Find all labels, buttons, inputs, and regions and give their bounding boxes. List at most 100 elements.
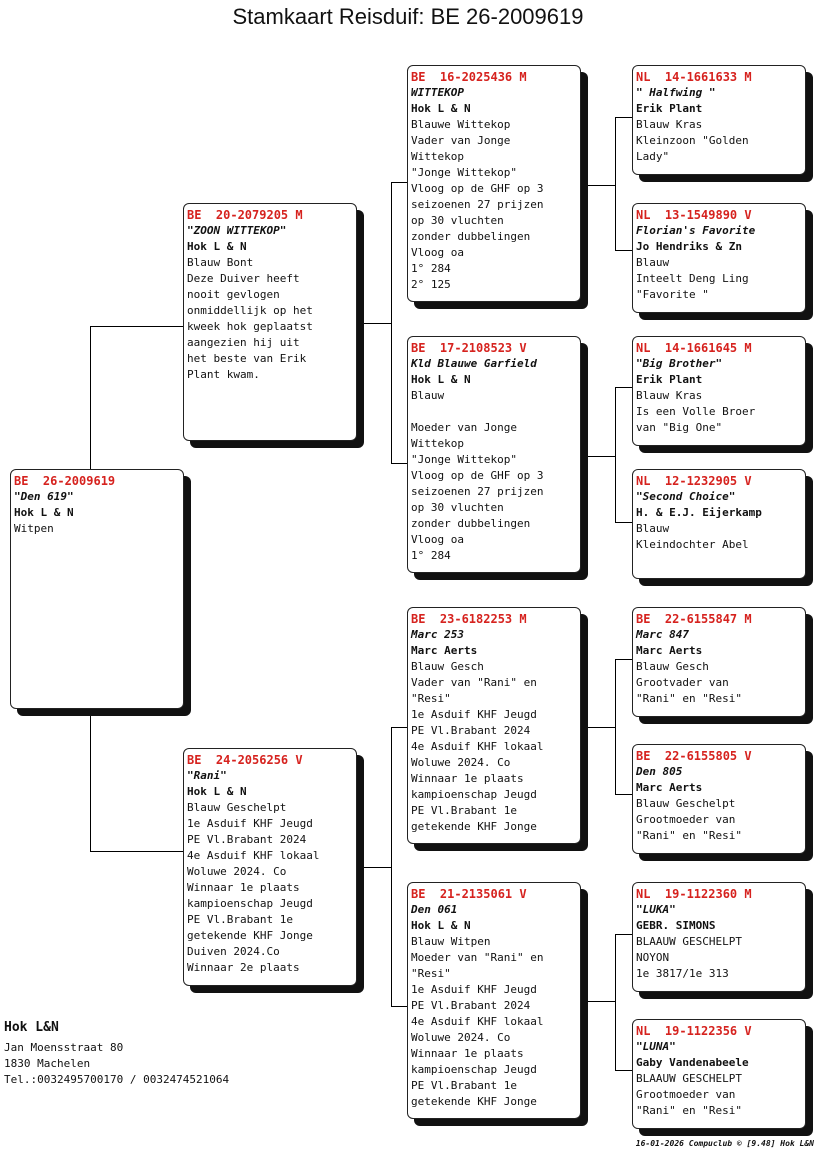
ring-number: NL 14-1661645 M <box>636 341 752 355</box>
pigeon-name: Kld Blauwe Garfield <box>411 357 537 370</box>
connector <box>588 727 616 728</box>
description-line: 4e Asduif KHF lokaal <box>187 849 320 862</box>
ring-number: NL 13-1549890 V <box>636 208 752 222</box>
connector <box>615 1070 632 1071</box>
pigeon-name: "LUNA" <box>636 1040 676 1053</box>
ring-number: NL 19-1122356 V <box>636 1024 752 1038</box>
footer: 16-01-2026 Compuclub © [9.48] Hok L&N <box>635 1139 814 1148</box>
description-line: van "Big One" <box>636 421 723 434</box>
pigeon-name: Marc 847 <box>636 628 689 641</box>
description-line: PE Vl.Brabant 1e <box>187 913 293 926</box>
description-line: PE Vl.Brabant 2024 <box>187 833 307 846</box>
description-line: Blauw <box>636 522 670 535</box>
ring-number: BE 20-2079205 M <box>187 208 303 222</box>
description-line: Blauw <box>636 256 670 269</box>
connector <box>615 659 632 660</box>
owner-street: Jan Moensstraat 80 <box>4 1041 124 1054</box>
connector <box>615 250 632 251</box>
description-line: Blauw Witpen <box>411 935 491 948</box>
description-line: Woluwe 2024. Co <box>411 1031 511 1044</box>
connector <box>90 326 184 327</box>
ring-number: BE 24-2056256 V <box>187 753 303 767</box>
breeder-name: Erik Plant <box>636 102 703 115</box>
owner-phone: Tel.:0032495700170 / 0032474521064 <box>4 1073 230 1086</box>
description-line: aangezien hij uit <box>187 336 300 349</box>
description-line: kampioenschap Jeugd <box>187 897 313 910</box>
description-line: 4e Asduif KHF lokaal <box>411 740 544 753</box>
breeder-name: Hok L & N <box>187 240 247 253</box>
breeder-name: Hok L & N <box>411 102 471 115</box>
description-line: kampioenschap Jeugd <box>411 1063 537 1076</box>
description-line: Is een Volle Broer <box>636 405 756 418</box>
description-line: "Jonge Wittekop" <box>411 453 517 466</box>
connector <box>615 387 616 523</box>
description-line: Duiven 2024.Co <box>187 945 280 958</box>
breeder-name: Hok L & N <box>14 506 74 519</box>
description-line: Vader van "Rani" en <box>411 676 537 689</box>
description-line: Blauw <box>411 389 445 402</box>
connector <box>364 867 392 868</box>
description-line: "Rani" en "Resi" <box>636 692 742 705</box>
description-line: NOYON <box>636 951 670 964</box>
description-line: Grootmoeder van <box>636 1088 736 1101</box>
pigeon-name: "Rani" <box>187 769 227 782</box>
description-line: Winnaar 1e plaats <box>187 881 300 894</box>
description-line: Blauw Kras <box>636 118 703 131</box>
pigeon-name: "Second Choice" <box>636 490 736 503</box>
connector <box>391 182 392 464</box>
description-line: Wittekop <box>411 437 464 450</box>
description-line: Grootmoeder van <box>636 813 736 826</box>
breeder-name: Marc Aerts <box>636 781 703 794</box>
description-line: Blauw Geschelpt <box>187 801 287 814</box>
description-line: Vloog op de GHF op 3 <box>411 469 544 482</box>
connector <box>615 659 616 795</box>
ring-number: BE 26-2009619 <box>14 474 116 488</box>
description-line: Winnaar 1e plaats <box>411 772 524 785</box>
description-line: Vloog op de GHF op 3 <box>411 182 544 195</box>
connector <box>391 463 408 464</box>
description-line: Moeder van Jonge <box>411 421 517 434</box>
description-line: "Rani" en "Resi" <box>636 1104 742 1117</box>
breeder-name: Hok L & N <box>411 919 471 932</box>
description-line: 1e Asduif KHF Jeugd <box>411 708 537 721</box>
pigeon-name: WITTEKOP <box>411 86 464 99</box>
description-line: getekende KHF Jonge <box>411 820 537 833</box>
pigeon-name: Den 805 <box>636 765 683 778</box>
description-line: 1e Asduif KHF Jeugd <box>187 817 313 830</box>
connector <box>588 1001 616 1002</box>
connector <box>615 117 616 251</box>
connector <box>391 727 392 1007</box>
breeder-name: GEBR. SIMONS <box>636 919 716 932</box>
description-line: Winnaar 2e plaats <box>187 961 300 974</box>
connector <box>615 387 632 388</box>
description-line: PE Vl.Brabant 2024 <box>411 999 531 1012</box>
connector <box>391 182 408 183</box>
description-line: zonder dubbelingen <box>411 230 531 243</box>
breeder-name: Erik Plant <box>636 373 703 386</box>
description-line: 4e Asduif KHF lokaal <box>411 1015 544 1028</box>
connector <box>615 117 632 118</box>
description-line: Kleindochter Abel <box>636 538 749 551</box>
fm-mother-card[interactable]: NL 12-1232905 V"Second Choice"H. & E.J. … <box>632 469 806 579</box>
pigeon-name: "LUKA" <box>636 903 676 916</box>
description-line: Blauw Geschelpt <box>636 797 736 810</box>
description-line <box>411 404 577 420</box>
description-line: "Rani" en "Resi" <box>636 829 742 842</box>
description-line: getekende KHF Jonge <box>411 1095 537 1108</box>
description-line: onmiddellijk op het <box>187 304 313 317</box>
description-line: seizoenen 27 prijzen <box>411 198 544 211</box>
